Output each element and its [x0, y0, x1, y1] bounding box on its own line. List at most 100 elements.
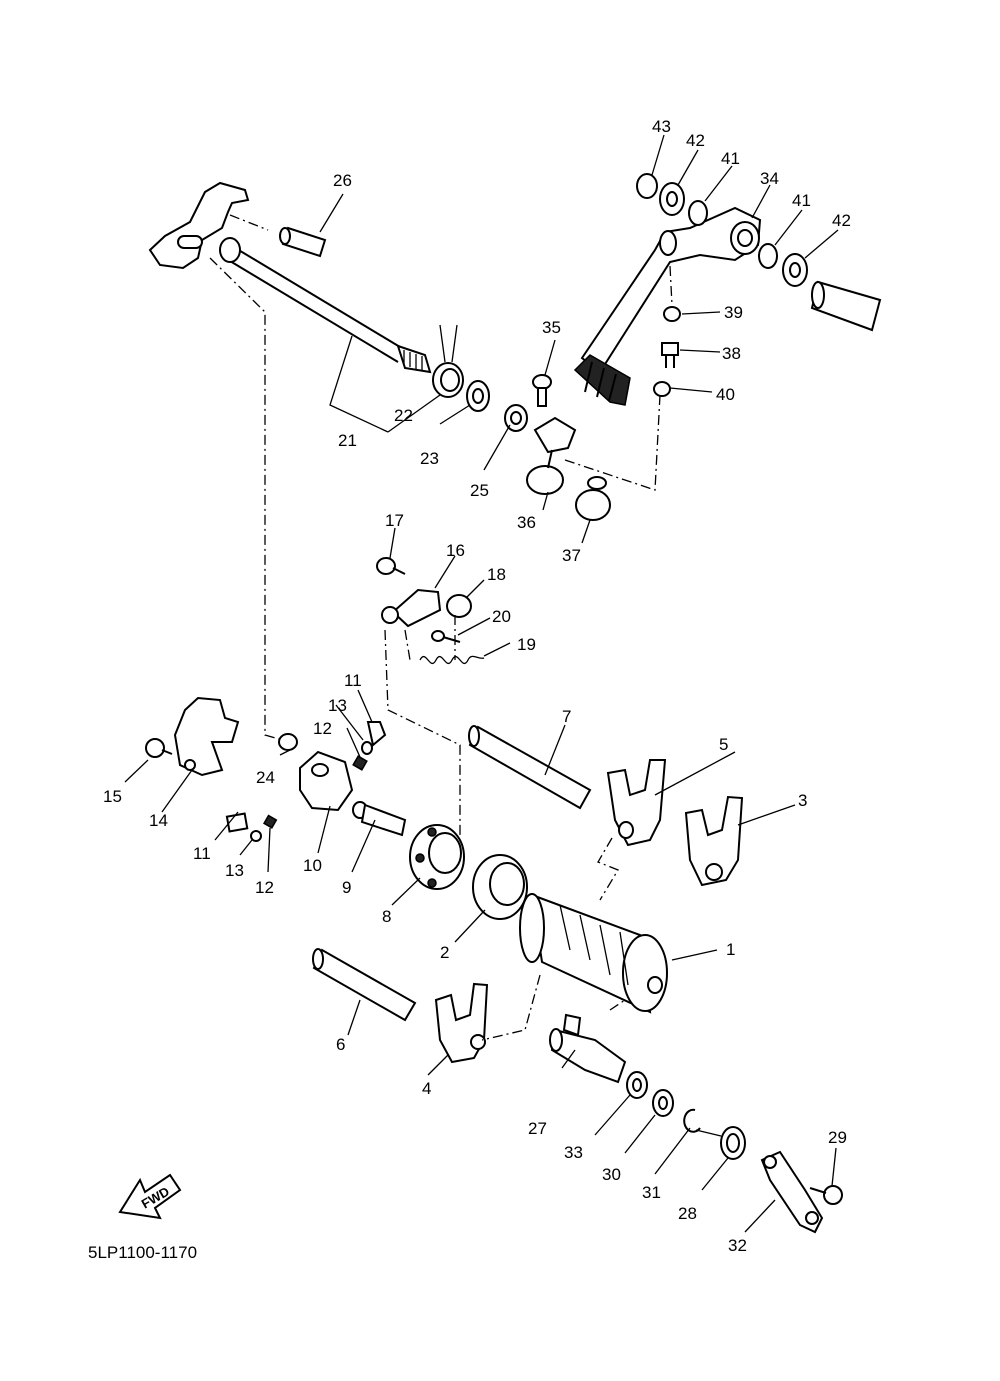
- assembly-lines: [209, 214, 673, 1041]
- callout-34: 34: [760, 169, 779, 188]
- washer-30: [652, 1089, 674, 1117]
- callout-41-upper: 41: [721, 149, 740, 168]
- washer-23: [466, 380, 490, 412]
- pin-13-lower: [250, 830, 262, 842]
- bolt-17: [376, 557, 406, 575]
- shift-fork-3: [684, 795, 744, 887]
- callout-13-upper: 13: [328, 696, 347, 715]
- spring-12-lower: [263, 814, 278, 829]
- callout-14: 14: [149, 811, 168, 830]
- callout-15: 15: [103, 787, 122, 806]
- fwd-arrow-icon: FWD: [118, 1173, 182, 1220]
- callout-21: 21: [338, 431, 357, 450]
- callout-35: 35: [542, 318, 561, 337]
- callout-22: 22: [394, 406, 413, 425]
- bolt-9: [352, 801, 407, 837]
- callout-4: 4: [422, 1079, 431, 1098]
- o-ring-41-lower: [758, 243, 778, 269]
- callout-40: 40: [716, 385, 735, 404]
- nut-39: [663, 306, 681, 322]
- shift-fork-5: [606, 759, 667, 847]
- callout-28: 28: [678, 1204, 697, 1223]
- callout-23: 23: [420, 449, 439, 468]
- pin-26: [279, 226, 327, 258]
- bolt-38: [661, 342, 679, 368]
- bolt-20: [431, 630, 461, 643]
- segment-8: [409, 824, 465, 890]
- callout-6: 6: [336, 1035, 345, 1054]
- stopper-plate-14: [173, 696, 240, 777]
- nut-40: [653, 381, 671, 397]
- callout-42-upper: 42: [686, 131, 705, 150]
- shaft-7: [468, 725, 592, 810]
- callout-11-upper: 11: [344, 671, 362, 690]
- callout-37: 37: [562, 546, 581, 565]
- circlip-43: [636, 173, 658, 199]
- callout-2: 2: [440, 943, 449, 962]
- callout-1: 1: [726, 940, 735, 959]
- callout-25: 25: [470, 481, 489, 500]
- callout-12-lower: 12: [255, 878, 274, 897]
- shaft-6: [312, 948, 417, 1022]
- joint-37: [575, 476, 611, 521]
- callout-10: 10: [303, 856, 322, 875]
- callout-32: 32: [728, 1236, 747, 1255]
- callout-31: 31: [642, 1183, 661, 1202]
- callout-12-upper: 12: [313, 719, 332, 738]
- washer-42-lower: [782, 253, 808, 287]
- shift-shaft-assembly: [148, 181, 432, 374]
- callout-38: 38: [722, 344, 741, 363]
- callout-29: 29: [828, 1128, 847, 1147]
- callout-labels: 1 2 3 4 5 6 7 8 9 10 11 11 12 12 13 13 1…: [103, 117, 851, 1255]
- callout-33: 33: [564, 1143, 583, 1162]
- washer-42-upper: [659, 182, 685, 216]
- callout-36: 36: [517, 513, 536, 532]
- shaft-27: [549, 1013, 627, 1084]
- diagram-code: 5LP1100-1170: [88, 1243, 197, 1262]
- callout-17: 17: [385, 511, 404, 530]
- callout-39: 39: [724, 303, 743, 322]
- circlip-31: [683, 1108, 701, 1133]
- collar-33: [626, 1071, 648, 1099]
- callout-24: 24: [256, 768, 275, 787]
- callout-30: 30: [602, 1165, 621, 1184]
- collar-24: [278, 733, 298, 751]
- o-ring-41-upper: [688, 200, 708, 226]
- shift-drum-1: [519, 893, 668, 1014]
- shift-shaft-end: [810, 280, 882, 332]
- bolt-15: [145, 738, 173, 758]
- leader-lines: [124, 134, 839, 1233]
- plate-32: [760, 1150, 824, 1234]
- callout-41-lower: 41: [792, 191, 811, 210]
- spring-12-upper: [352, 755, 368, 771]
- callout-13-lower: 13: [225, 861, 244, 880]
- callout-3: 3: [798, 791, 807, 810]
- callout-26: 26: [333, 171, 352, 190]
- torsion-spring-22: [432, 324, 464, 398]
- pawl-11-upper: [366, 721, 387, 747]
- callout-42-lower: 42: [832, 211, 851, 230]
- callout-9: 9: [342, 878, 351, 897]
- callout-27: 27: [528, 1119, 547, 1138]
- callout-16: 16: [446, 541, 465, 560]
- callout-18: 18: [487, 565, 506, 584]
- callout-20: 20: [492, 607, 511, 626]
- bearing-2: [472, 854, 528, 920]
- stopper-lever-16: [381, 588, 442, 628]
- joint-36: [526, 416, 577, 495]
- spring-19: [419, 655, 485, 665]
- segment-10: [299, 750, 354, 812]
- callout-19: 19: [517, 635, 536, 654]
- bolt-29: [809, 1185, 843, 1205]
- callout-43: 43: [652, 117, 671, 136]
- collar-18: [446, 594, 472, 618]
- callout-11-lower: 11: [193, 844, 211, 863]
- pin-13-upper: [361, 741, 373, 755]
- oil-seal-25: [504, 404, 528, 432]
- bolt-35: [532, 374, 552, 407]
- callout-8: 8: [382, 907, 391, 926]
- torsion-spring-28: [695, 1126, 746, 1160]
- callout-5: 5: [719, 735, 728, 754]
- shift-fork-4: [434, 982, 489, 1064]
